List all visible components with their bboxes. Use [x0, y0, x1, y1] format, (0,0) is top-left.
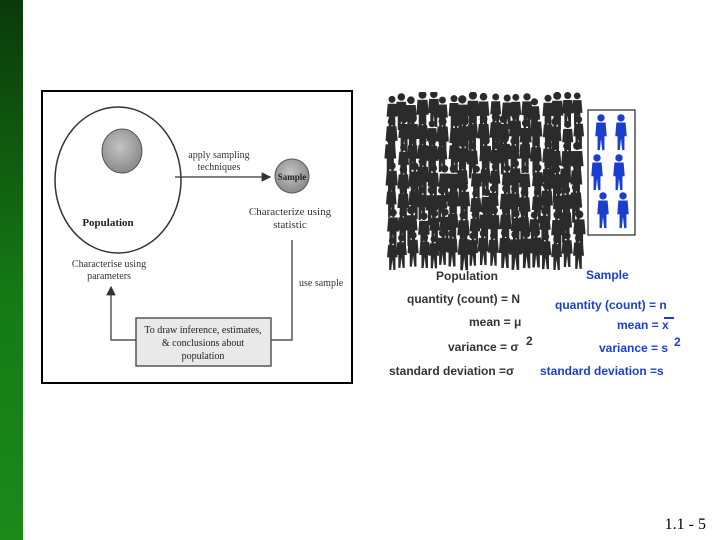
population-sd: standard deviation =σ — [389, 364, 515, 378]
population-ellipse — [54, 106, 182, 254]
population-variance: variance = σ — [448, 340, 519, 354]
apply-sampling-label-2: techniques — [198, 162, 241, 173]
sample-desc-2: statistic — [273, 219, 307, 231]
inference-text-1: To draw inference, estimates, — [144, 325, 261, 336]
sample-person-figure — [617, 192, 629, 229]
inference-text-2: & conclusions about — [162, 338, 244, 349]
population-mean: mean = μ — [469, 315, 522, 329]
population-quantity: quantity (count) = N — [407, 292, 520, 306]
sample-variance-exponent: 2 — [674, 335, 681, 349]
population-variance-exponent: 2 — [526, 334, 533, 348]
sample-mean: mean = x — [617, 318, 669, 332]
sample-person-figure — [591, 154, 603, 191]
sample-figures — [591, 114, 629, 229]
population-label: Population — [82, 217, 133, 229]
sample-person-figure — [597, 192, 609, 229]
slide-number: 1.1 - 5 — [664, 516, 706, 533]
use-sample-label: use sample — [299, 278, 344, 289]
population-person-figure — [509, 230, 522, 270]
sample-header: Sample — [586, 268, 629, 282]
sample-person-figure — [595, 114, 607, 151]
population-desc-2: parameters — [87, 271, 131, 282]
inference-return-arrow — [106, 285, 136, 341]
sample-person-figure — [615, 114, 627, 151]
sample-person-figure — [613, 154, 625, 191]
apply-sampling-label-1: apply sampling — [188, 150, 249, 161]
sample-desc-1: Characterize using — [249, 206, 332, 218]
population-person-figure — [562, 120, 574, 156]
population-header: Population — [436, 269, 498, 283]
population-desc-1: Characterise using — [72, 259, 146, 270]
sample-subset-circle — [101, 128, 143, 174]
sampling-process-diagram: Population Sample apply sampling techniq… — [41, 90, 353, 384]
sample-label: Sample — [278, 172, 307, 182]
sample-sd: standard deviation =s — [540, 364, 664, 378]
population-sample-people-illustration — [384, 92, 636, 271]
green-sidebar-bar — [0, 0, 23, 540]
sample-circle — [274, 158, 310, 194]
inference-box — [135, 317, 272, 367]
x-bar-overline — [664, 317, 674, 319]
population-person-figure — [498, 229, 512, 268]
sample-box — [587, 109, 636, 236]
sample-variance: variance = s — [599, 341, 669, 355]
population-crowd-figures — [384, 92, 586, 271]
sample-quantity: quantity (count) = n — [555, 298, 667, 312]
inference-text-3: population — [182, 351, 225, 362]
